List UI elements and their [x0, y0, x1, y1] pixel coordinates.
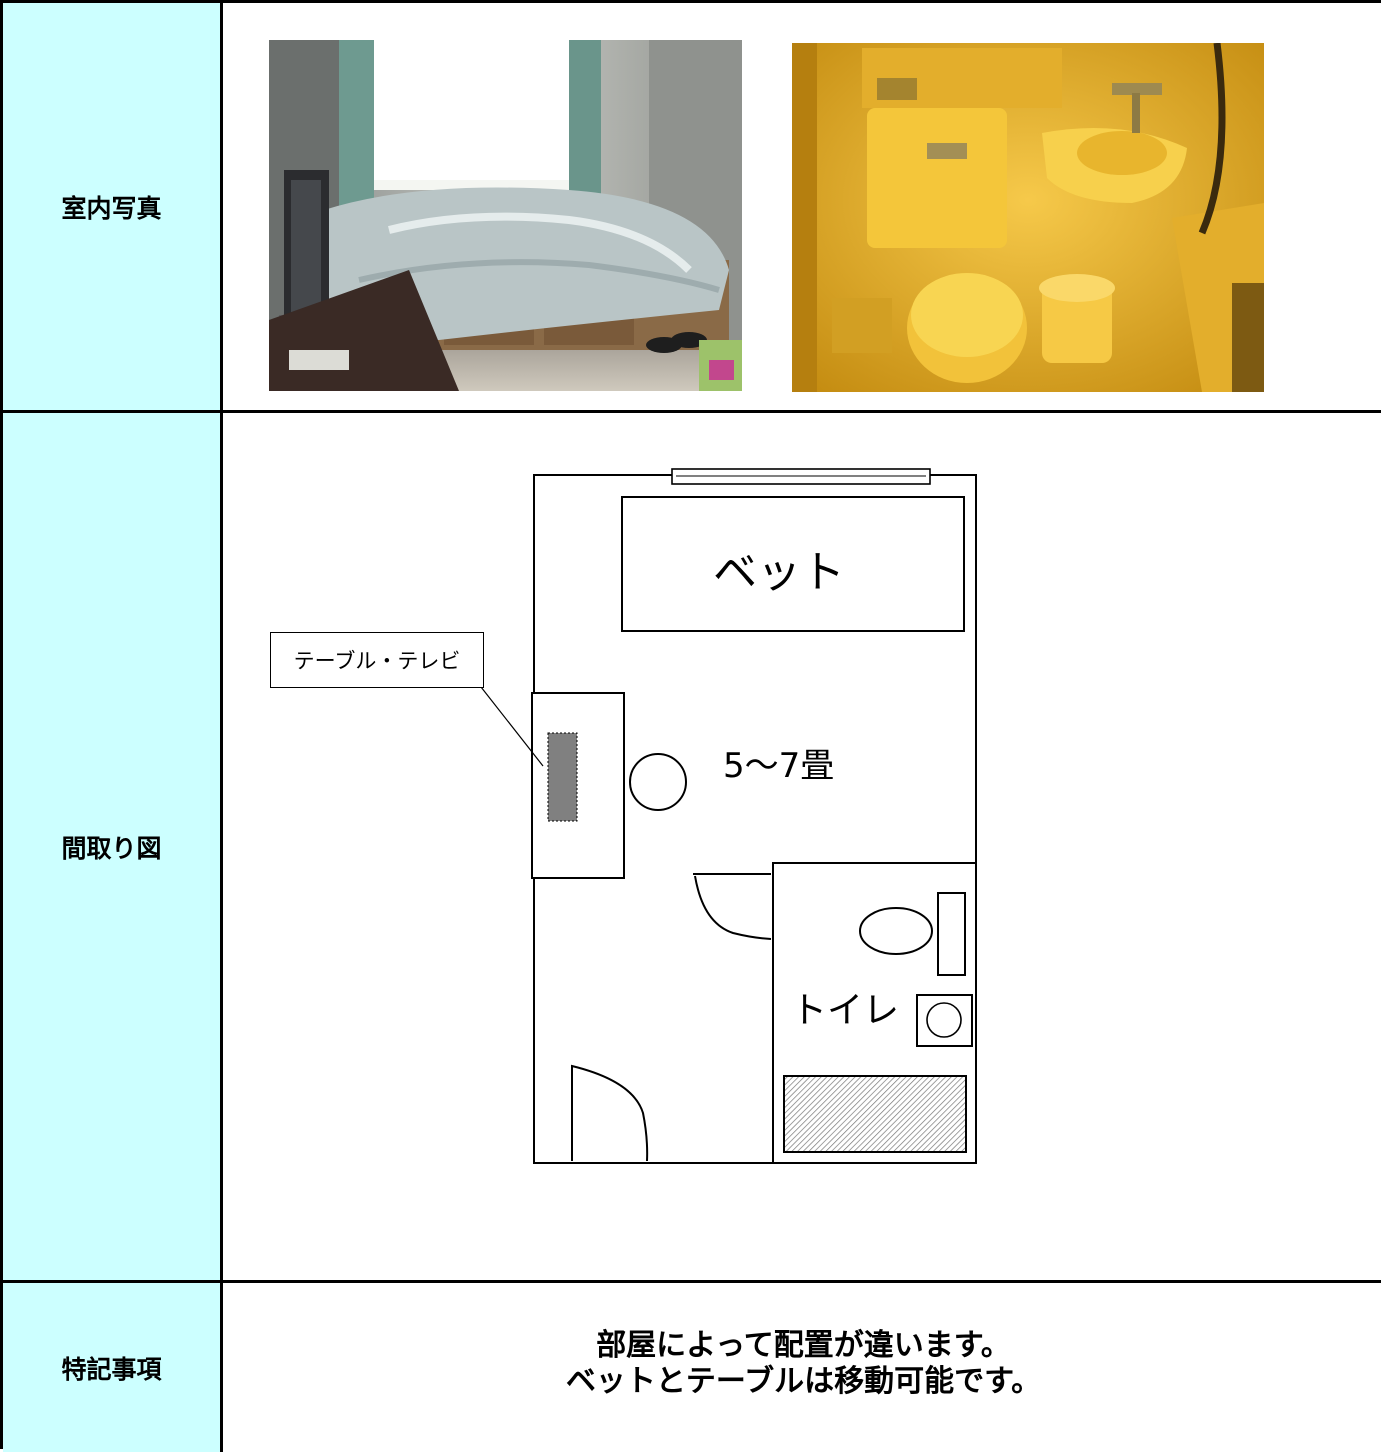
label-leader-line	[480, 686, 544, 767]
bathroom-photo	[792, 43, 1264, 392]
photos-label: 室内写真	[61, 193, 162, 223]
photos-content-cell	[223, 3, 1381, 413]
notes-text: 部屋によって配置が違います。 ベットとテーブルは移動可能です。	[223, 1283, 1381, 1452]
table	[531, 692, 625, 879]
floor-plan-diagram	[480, 468, 977, 1164]
toilet-tank	[937, 892, 966, 976]
photos-label-cell: 室内写真	[3, 3, 223, 413]
notes-content-cell: 部屋によって配置が違います。 ベットとテーブルは移動可能です。	[223, 1283, 1381, 1452]
bed-label: ベット	[713, 547, 845, 598]
table-tv-label: テーブル・テレビ	[270, 632, 484, 688]
notes-label-cell: 特記事項	[3, 1283, 223, 1452]
floorplan-content-cell: テーブル・テレビ ベット 5～7畳 トイレ	[223, 413, 1381, 1283]
notes-line-2: ベットとテーブルは移動可能です。	[565, 1363, 1042, 1399]
floorplan-label: 間取り図	[61, 833, 162, 863]
floorplan-label-cell: 間取り図	[3, 413, 223, 1283]
bed	[621, 496, 965, 632]
toilet-bowl	[859, 907, 933, 955]
bathroom-door-swing	[694, 875, 772, 940]
chair	[629, 753, 687, 811]
room-size-label: 5～7畳	[723, 746, 835, 786]
notes-label: 特記事項	[61, 1354, 162, 1384]
entrance-door-swing	[571, 1064, 649, 1162]
bedroom-photo	[269, 40, 742, 391]
tv	[547, 732, 578, 822]
bathtub	[783, 1075, 967, 1153]
toilet-label: トイレ	[791, 990, 900, 1031]
notes-line-1: 部屋によって配置が違います。	[596, 1327, 1011, 1363]
